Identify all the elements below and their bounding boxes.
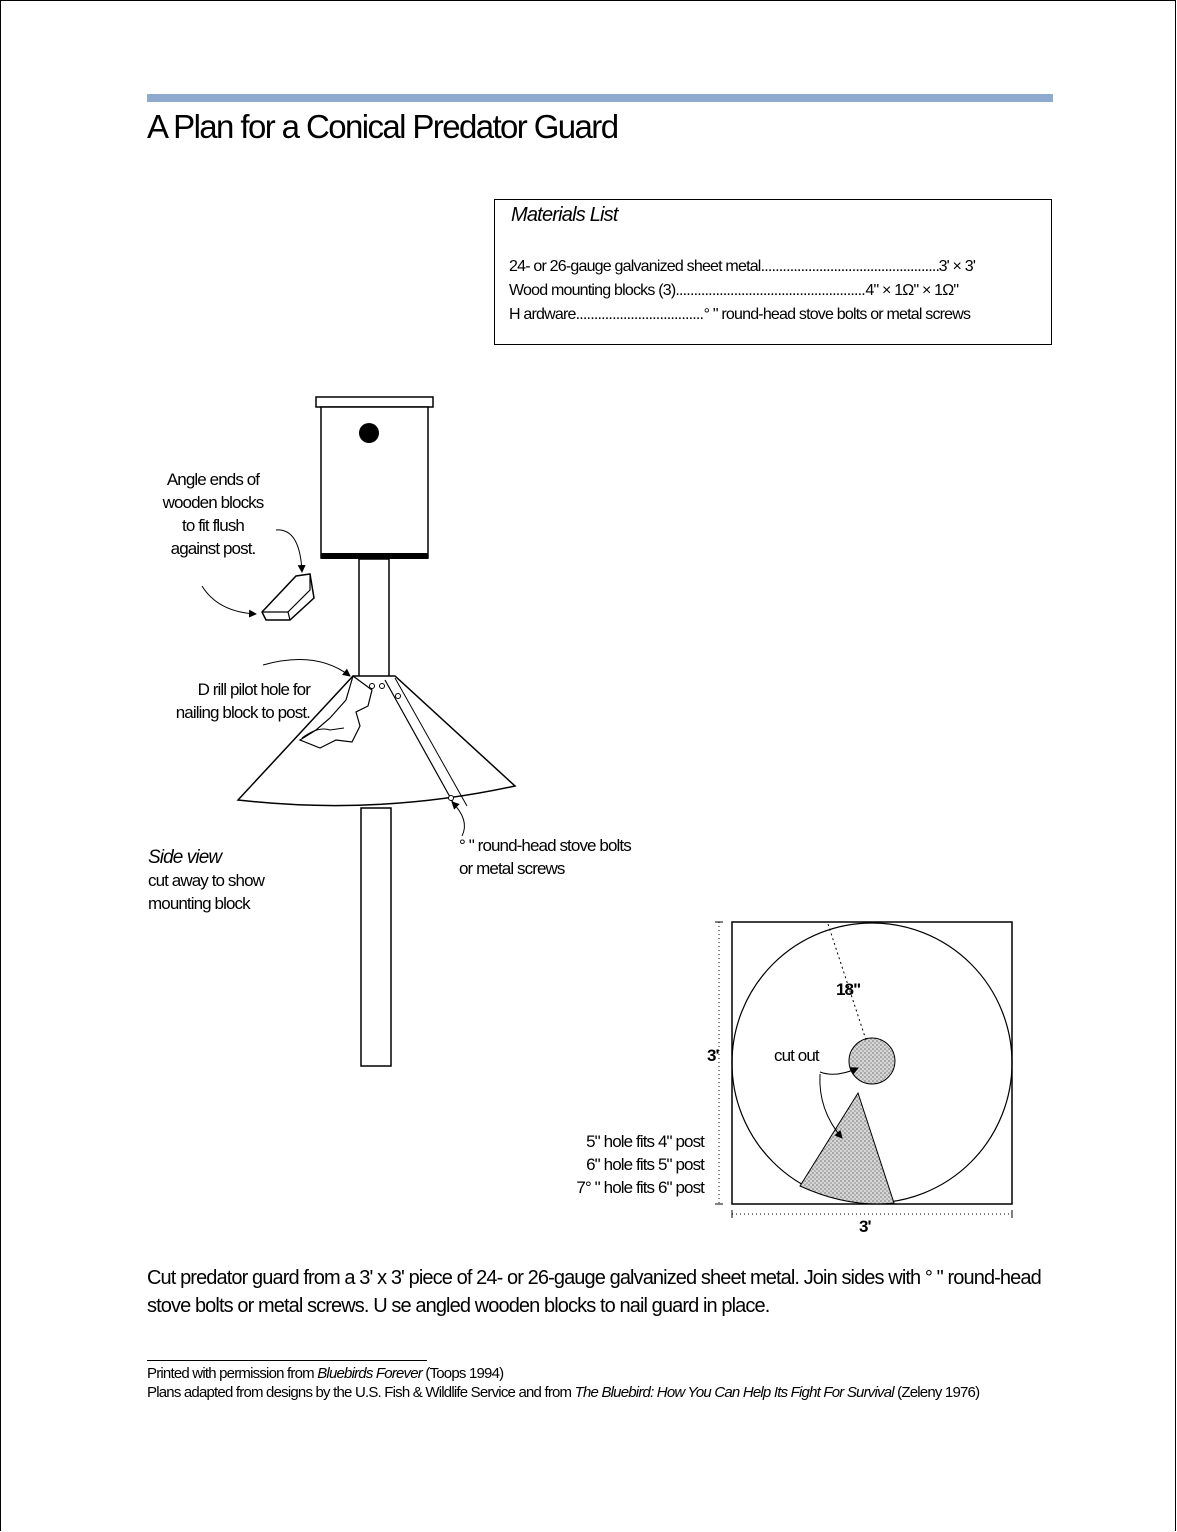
side-view-title: Side view (148, 847, 222, 868)
angle-ends-note: Angle ends of wooden blocks to fit flush… (148, 468, 278, 560)
note-line: D rill pilot hole for (197, 680, 311, 699)
cut-pattern-diagram (715, 921, 1013, 1218)
materials-item-spec: ° " round-head stove bolts or metal scre… (703, 306, 971, 323)
materials-item: Wood mounting blocks (3)................… (509, 282, 959, 300)
note-line: nailing block to post. (175, 703, 311, 722)
materials-item: H ardware...............................… (509, 306, 971, 324)
credit-book-title: Bluebirds Forever (317, 1365, 423, 1382)
instruction-caption: Cut predator guard from a 3' x 3' piece … (147, 1267, 1042, 1317)
credit-text: (Toops 1994) (422, 1365, 504, 1382)
materials-item-spec: 4" × 1Ω" × 1Ω" (865, 282, 959, 299)
drill-note: D rill pilot hole for nailing block to p… (110, 678, 311, 724)
note-line: Angle ends of (166, 470, 260, 489)
materials-item-spec: 3' × 3' (938, 258, 976, 275)
credit-text: Plans adapted from designs by the U.S. F… (147, 1384, 575, 1401)
bolts-note: ° " round-head stove bolts or metal scre… (459, 834, 632, 880)
cone-guard-drawing (236, 675, 517, 807)
credit-book-title: The Bluebird: How You Can Help Its Fight… (574, 1384, 895, 1401)
credit-line: Printed with permission from Bluebirds F… (147, 1364, 1057, 1383)
note-line: ° " round-head stove bolts (459, 836, 632, 855)
post-drawing (358, 558, 392, 1067)
note-line: or metal screws (459, 859, 565, 878)
credit-line: Plans adapted from designs by the U.S. F… (147, 1383, 1057, 1402)
materials-item-name: Wood mounting blocks (3) (509, 282, 676, 299)
materials-item-name: 24- or 26-gauge galvanized sheet metal (509, 258, 761, 275)
dimension-vertical-label: 3' (707, 1046, 720, 1065)
wooden-block-drawing (261, 573, 315, 621)
dot-leader: ........................................… (675, 282, 865, 299)
credits: Printed with permission from Bluebirds F… (147, 1364, 1057, 1402)
materials-list-heading: Materials List (511, 204, 618, 226)
dimension-horizontal-label: 3' (859, 1217, 872, 1236)
materials-item-name: H ardware (509, 306, 576, 323)
materials-list-box: Materials List 24- or 26-gauge galvanize… (494, 199, 1052, 345)
page-title: A Plan for a Conical Predator Guard (147, 108, 619, 145)
note-line: wooden blocks (162, 493, 265, 512)
note-line: cut away to show (148, 871, 265, 890)
leader-arrows (201, 529, 465, 837)
dot-leader: ........................................… (575, 306, 704, 323)
note-line: against post. (170, 539, 257, 558)
dot-leader: ........................................… (760, 258, 939, 275)
note-line: 7° " hole fits 6" post (576, 1178, 704, 1197)
cut-out-label: cut out (774, 1046, 820, 1065)
note-line: 5" hole fits 4" post (586, 1132, 705, 1151)
credits-rule (147, 1360, 427, 1361)
note-line: to fit flush (182, 516, 245, 535)
birdhouse-drawing (315, 396, 434, 559)
title-accent-bar (147, 94, 1053, 102)
credit-text: Printed with permission from (147, 1365, 318, 1382)
materials-item: 24- or 26-gauge galvanized sheet metal..… (509, 258, 976, 276)
credit-text: (Zeleny 1976) (893, 1384, 980, 1401)
hole-sizes-note: 5" hole fits 4" post 6" hole fits 5" pos… (520, 1130, 704, 1199)
side-view-label: Side view cut away to show mounting bloc… (148, 846, 265, 915)
note-line: mounting block (148, 894, 251, 913)
note-line: 6" hole fits 5" post (586, 1155, 705, 1174)
radius-label: 18" (836, 980, 861, 999)
